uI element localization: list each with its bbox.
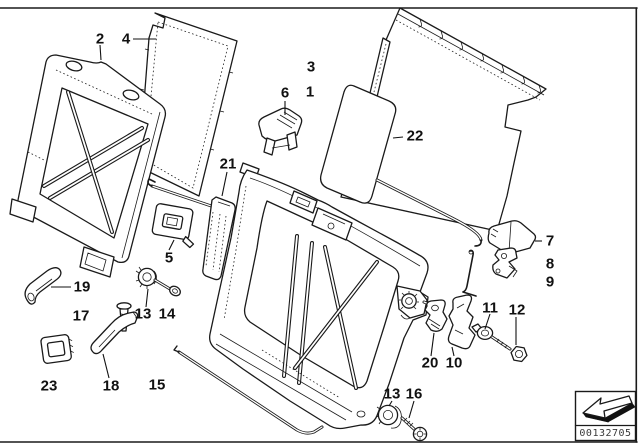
part-2-backrest-frame xyxy=(9,54,167,278)
callout-3: 3 xyxy=(306,58,316,76)
part-7-cover xyxy=(487,220,537,255)
part-20-bracket xyxy=(424,299,448,332)
diagram-id-number: 00132705 xyxy=(579,428,632,439)
back-arrow-icon xyxy=(582,395,636,423)
callout-10: 10 xyxy=(445,354,463,372)
callout-leader-lines xyxy=(51,38,542,419)
callout-13-mid: 13 xyxy=(134,305,152,323)
locking-pin xyxy=(462,249,477,297)
callout-11: 11 xyxy=(482,299,498,317)
callout-21: 21 xyxy=(219,155,237,173)
callout-13-bottom: 13 xyxy=(383,385,401,403)
callout-22: 22 xyxy=(406,127,424,145)
callout-17: 17 xyxy=(72,307,90,325)
part-19-hook xyxy=(24,267,62,305)
part-15-bottom-rail xyxy=(173,345,324,435)
callout-9: 9 xyxy=(545,273,555,291)
part-16-screw xyxy=(400,416,428,442)
part-12-nut xyxy=(510,345,528,363)
part-10-latch-plate xyxy=(447,294,476,350)
part-6-clip xyxy=(258,107,303,156)
callout-12: 12 xyxy=(508,301,526,319)
callout-23: 23 xyxy=(40,377,58,395)
callout-8: 8 xyxy=(545,255,555,273)
part-8-9-catch-bracket xyxy=(492,247,518,279)
part-13-cap xyxy=(375,404,402,429)
callout-7: 7 xyxy=(545,232,555,250)
center-seat-frame xyxy=(209,162,441,430)
callout-4: 4 xyxy=(121,30,131,48)
part-4-backrest-panel xyxy=(136,12,238,197)
part-5-latch-plate xyxy=(151,203,195,249)
footer-icon-box xyxy=(574,390,637,442)
part-18-hook xyxy=(90,311,139,355)
callout-5: 5 xyxy=(164,249,174,267)
part-23-grommet xyxy=(40,334,74,364)
part-22-pad xyxy=(319,84,397,204)
callout-15: 15 xyxy=(148,376,166,394)
callout-14: 14 xyxy=(158,305,176,323)
part-21-trim-strip xyxy=(202,196,236,281)
callout-2: 2 xyxy=(95,30,105,48)
part-13-14-bolt xyxy=(135,266,181,297)
callout-16: 16 xyxy=(405,385,423,403)
callout-19: 19 xyxy=(73,278,91,296)
part-11-bolt xyxy=(471,323,512,351)
callout-1: 1 xyxy=(305,83,315,101)
callout-18: 18 xyxy=(102,377,120,395)
panel-hook-tabs xyxy=(418,18,541,94)
page-border xyxy=(0,7,638,443)
callout-20: 20 xyxy=(421,354,439,372)
callout-6: 6 xyxy=(280,84,290,102)
